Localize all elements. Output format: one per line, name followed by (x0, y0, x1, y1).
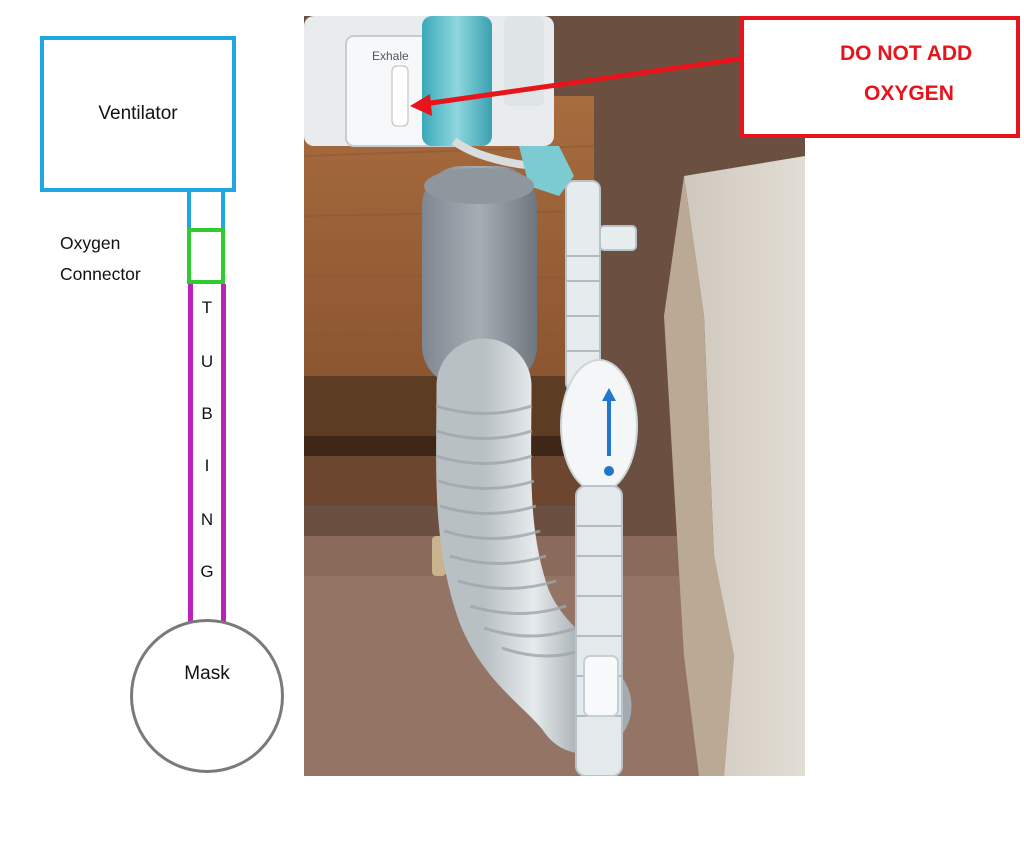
warning-line-2: OXYGEN (864, 82, 954, 105)
tubing-letter-g: G (200, 562, 214, 581)
mask-circle (130, 619, 284, 773)
exhale-panel-text: Exhale (372, 49, 409, 63)
ventilator-label: Ventilator (98, 103, 178, 124)
tubing-letter-n: N (200, 510, 214, 529)
ventilator-circuit-photo: Exhale (304, 16, 805, 776)
warning-callout: DO NOT ADD OXYGEN (740, 16, 1020, 138)
tubing-letter-b: B (201, 404, 213, 423)
oxygen-connector-label-line2: Connector (60, 264, 141, 284)
ventilator-box: Ventilator (40, 36, 236, 192)
tubing-letter-u: U (200, 352, 214, 371)
tubing (188, 284, 226, 622)
warning-line-1: DO NOT ADD (840, 42, 973, 65)
mask-label: Mask (184, 663, 230, 684)
oxygen-connector-box (187, 228, 225, 284)
tubing-letter-t: T (201, 298, 213, 317)
oxygen-connector-label-line1: Oxygen (60, 233, 121, 253)
tubing-letter-i: I (204, 456, 210, 475)
ventilator-outlet-tube (187, 192, 225, 228)
